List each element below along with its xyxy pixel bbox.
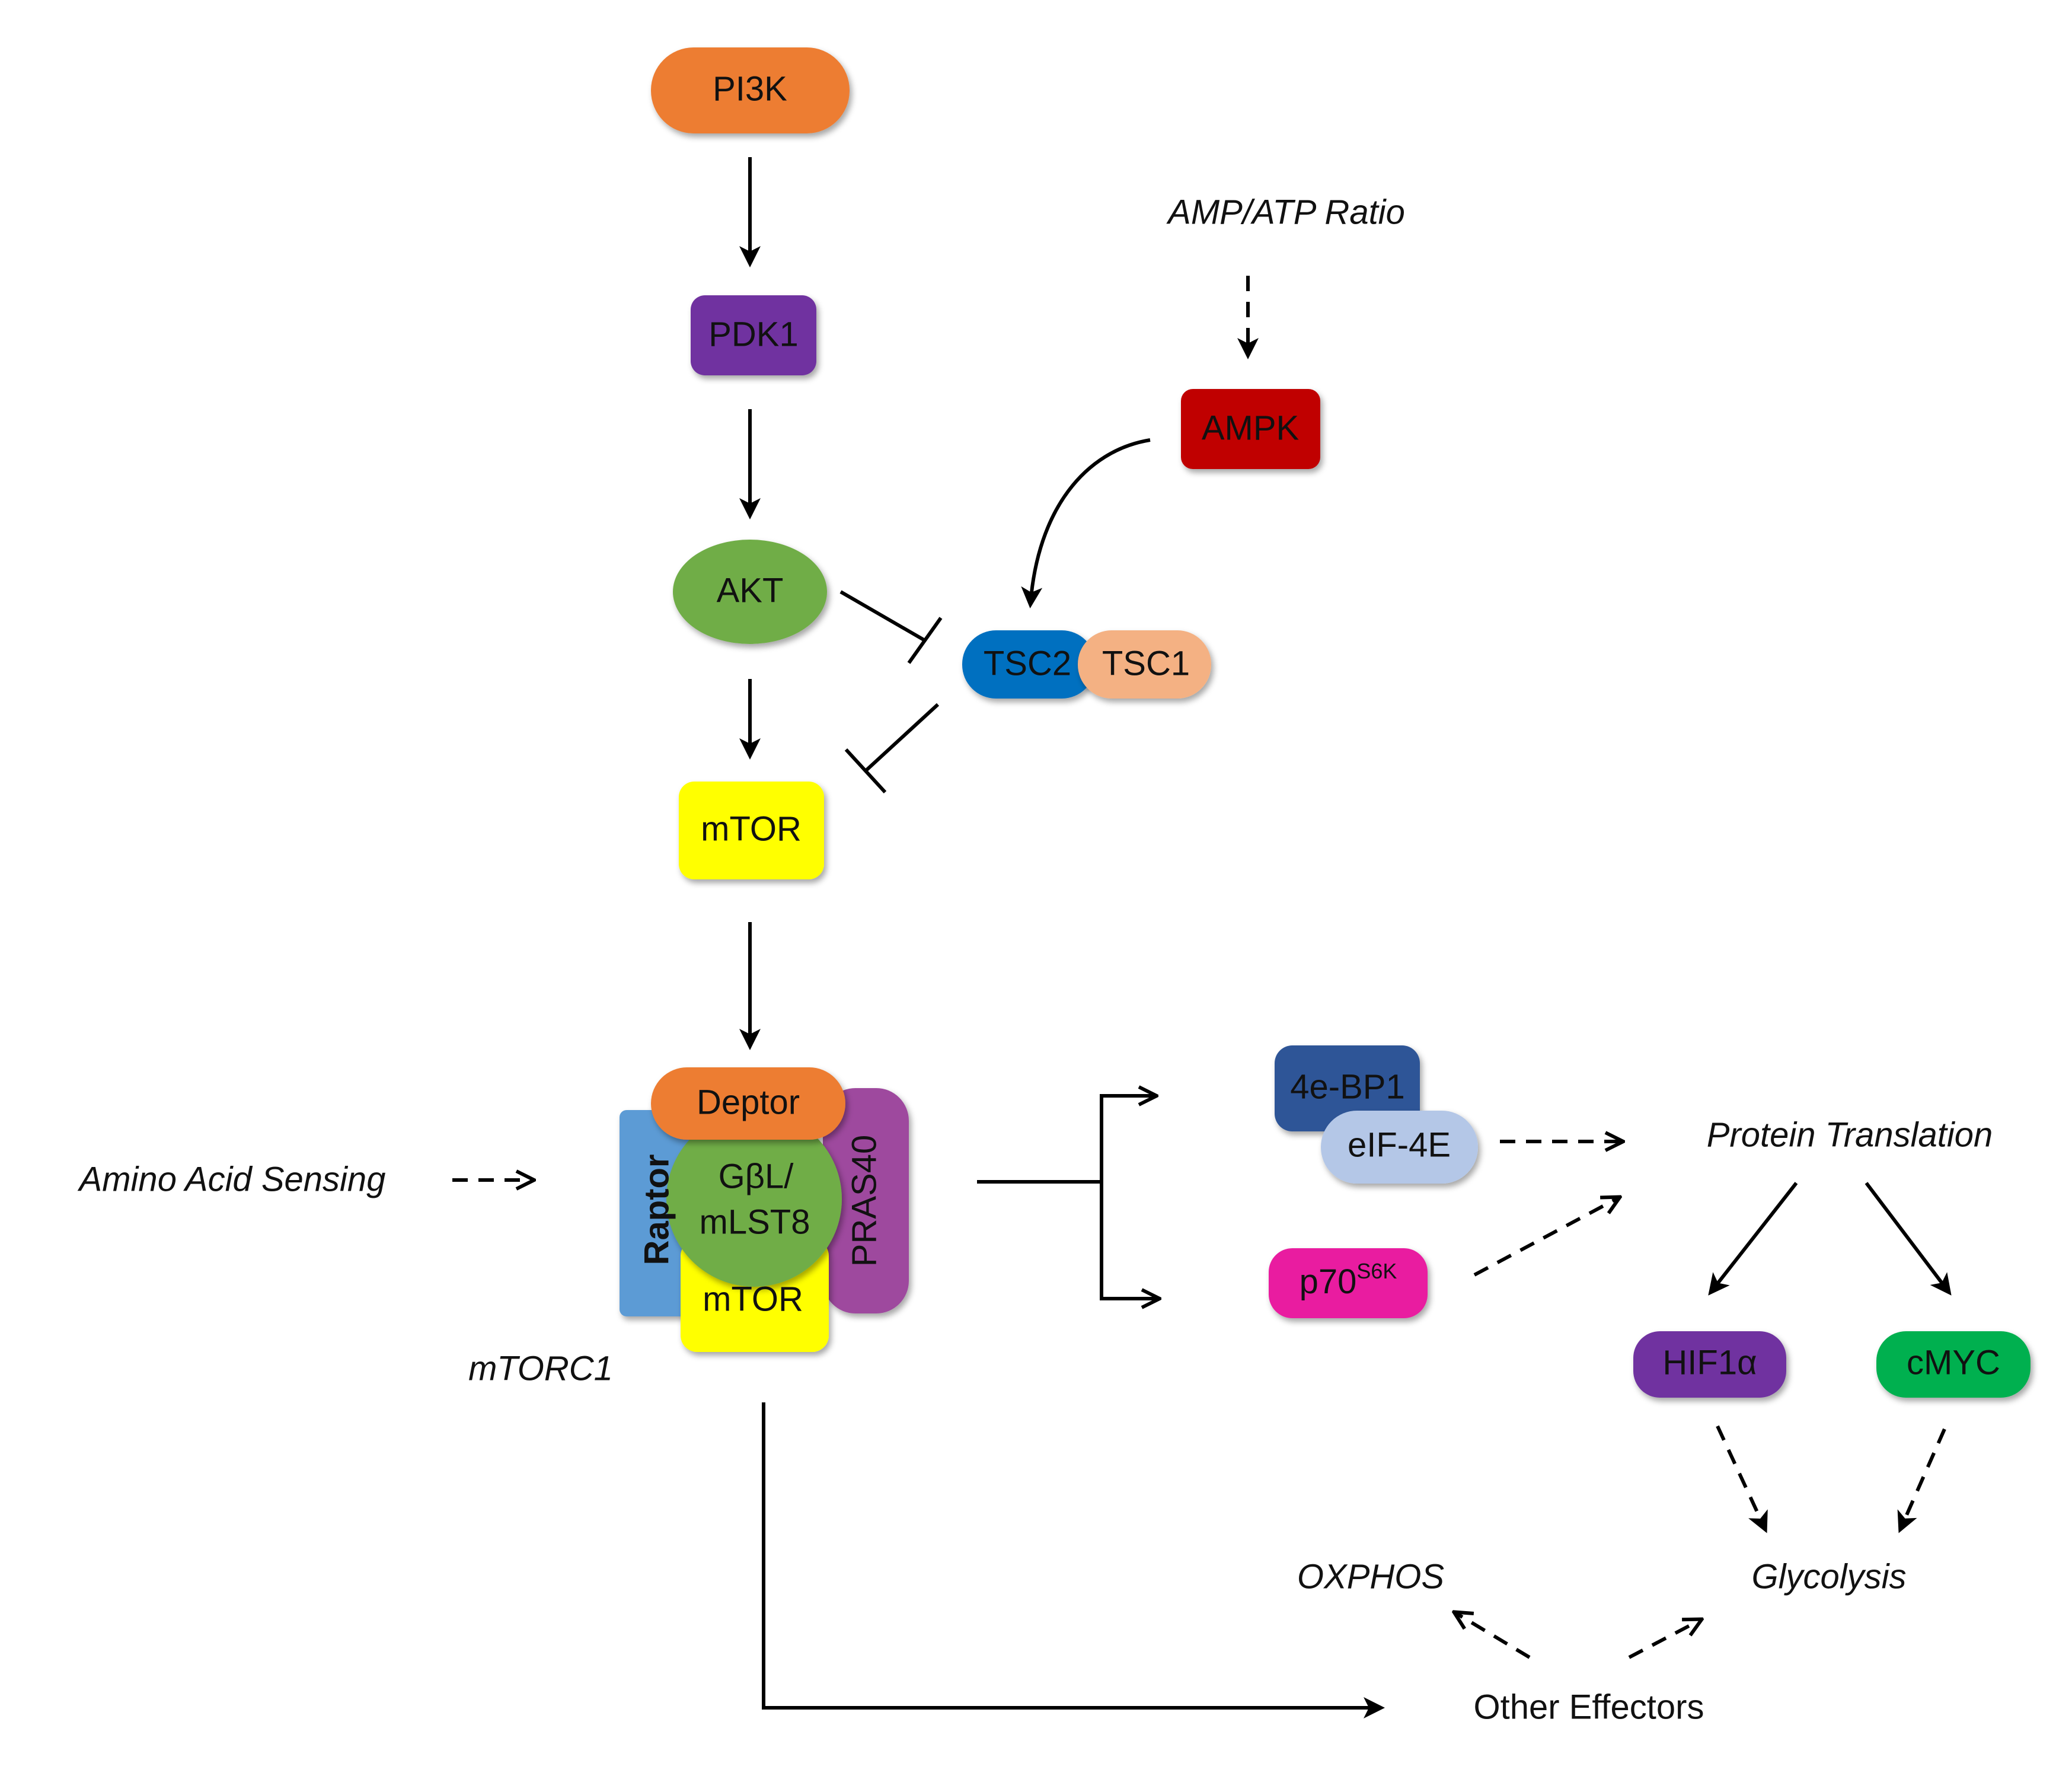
mlst8-label: mLST8 — [700, 1203, 810, 1241]
tsc1-shape — [1078, 630, 1211, 699]
cmyc-label: cMYC — [1907, 1343, 2000, 1382]
tsc2-label: TSC2 — [984, 644, 1071, 683]
gbl-mlst8-shape — [666, 1111, 842, 1287]
deptor-label: Deptor — [697, 1083, 800, 1121]
arrow-mtorc1-other-effectors — [762, 1402, 1385, 1718]
other-effectors-label: Other Effectors — [1474, 1688, 1704, 1726]
node-cmyc: cMYC — [1876, 1331, 2031, 1398]
arrow-translation-cmyc — [1865, 1182, 1952, 1296]
p70s6k-label: p70S6K — [1300, 1259, 1397, 1302]
cmyc-shape — [1876, 1331, 2031, 1398]
hif1a-shape — [1633, 1331, 1786, 1398]
pras40-shape — [823, 1088, 909, 1313]
raptor-label: Raptor — [637, 1155, 676, 1265]
deptor-shape — [651, 1067, 845, 1140]
p70s6k-shape — [1269, 1248, 1428, 1318]
inhibit-akt-tsc — [839, 590, 926, 642]
eif4e-label: eIF-4E — [1348, 1125, 1451, 1164]
gbl-label: GβL/ — [719, 1157, 794, 1195]
node-ampk: AMPK — [1181, 389, 1320, 469]
amp-atp-ratio-label: AMP/ATP Ratio — [1166, 193, 1405, 231]
ampk-label: AMPK — [1202, 409, 1300, 447]
inhibit-tsc-mtor — [864, 703, 940, 773]
pi3k-shape — [651, 47, 850, 133]
pras40-label: PRAS40 — [845, 1135, 883, 1267]
mtorc1-complex: Deptor Raptor PRAS40 GβL/ mLST8 mTOR — [620, 1067, 909, 1352]
node-p70s6k: p70S6K — [1269, 1248, 1428, 1318]
hif1a-label: HIF1α — [1662, 1343, 1757, 1382]
node-mtor: mTOR — [679, 782, 824, 879]
protein-translation-label: Protein Translation — [1707, 1115, 1993, 1154]
s6k-superscript: S6K — [1356, 1259, 1397, 1283]
arrow-p70-translation — [1473, 1198, 1618, 1277]
arrow-translation-hif1a — [1708, 1182, 1798, 1296]
mtor-complex-label: mTOR — [703, 1280, 803, 1318]
amino-acid-sensing-label: Amino Acid Sensing — [78, 1160, 386, 1198]
eif4e-shape — [1321, 1111, 1478, 1184]
tsc1-label: TSC1 — [1102, 644, 1190, 683]
arrow-effectors-glycolysis — [1628, 1620, 1700, 1659]
arrow-cmyc-glycolysis — [1897, 1428, 1946, 1533]
node-akt: AKT — [673, 540, 827, 644]
arrow-ampk-tsc — [1021, 438, 1151, 608]
node-4ebp1-eif4e: 4e-BP1 eIF-4E — [1275, 1045, 1478, 1184]
4ebp1-label: 4e-BP1 — [1290, 1067, 1404, 1106]
4ebp1-shape — [1275, 1045, 1420, 1131]
pdk1-shape — [691, 295, 816, 375]
akt-shape — [673, 540, 827, 644]
arrow-hif1a-glycolysis — [1716, 1425, 1768, 1533]
pdk1-label: PDK1 — [708, 315, 799, 353]
node-hif1a: HIF1α — [1633, 1331, 1786, 1398]
akt-label: AKT — [717, 571, 784, 610]
oxphos-label: OXPHOS — [1297, 1557, 1444, 1596]
p70-text: p70 — [1300, 1262, 1357, 1301]
inhibit-tsc-mtor-bar — [844, 748, 887, 794]
node-pdk1: PDK1 — [691, 295, 816, 375]
glycolysis-label: Glycolysis — [1751, 1557, 1906, 1596]
arrow-effectors-oxphos — [1455, 1613, 1531, 1659]
node-pi3k: PI3K — [651, 47, 850, 133]
inhibit-akt-tsc-bar — [907, 617, 943, 664]
mtor-shape — [679, 782, 824, 879]
mtorc1-label: mTORC1 — [468, 1349, 613, 1388]
pi3k-label: PI3K — [713, 69, 787, 108]
node-tsc-complex: TSC2 TSC1 — [962, 630, 1211, 699]
connectors — [452, 157, 1952, 1718]
mtor-label: mTOR — [701, 809, 802, 848]
tsc2-shape — [962, 630, 1096, 699]
ampk-shape — [1181, 389, 1320, 469]
